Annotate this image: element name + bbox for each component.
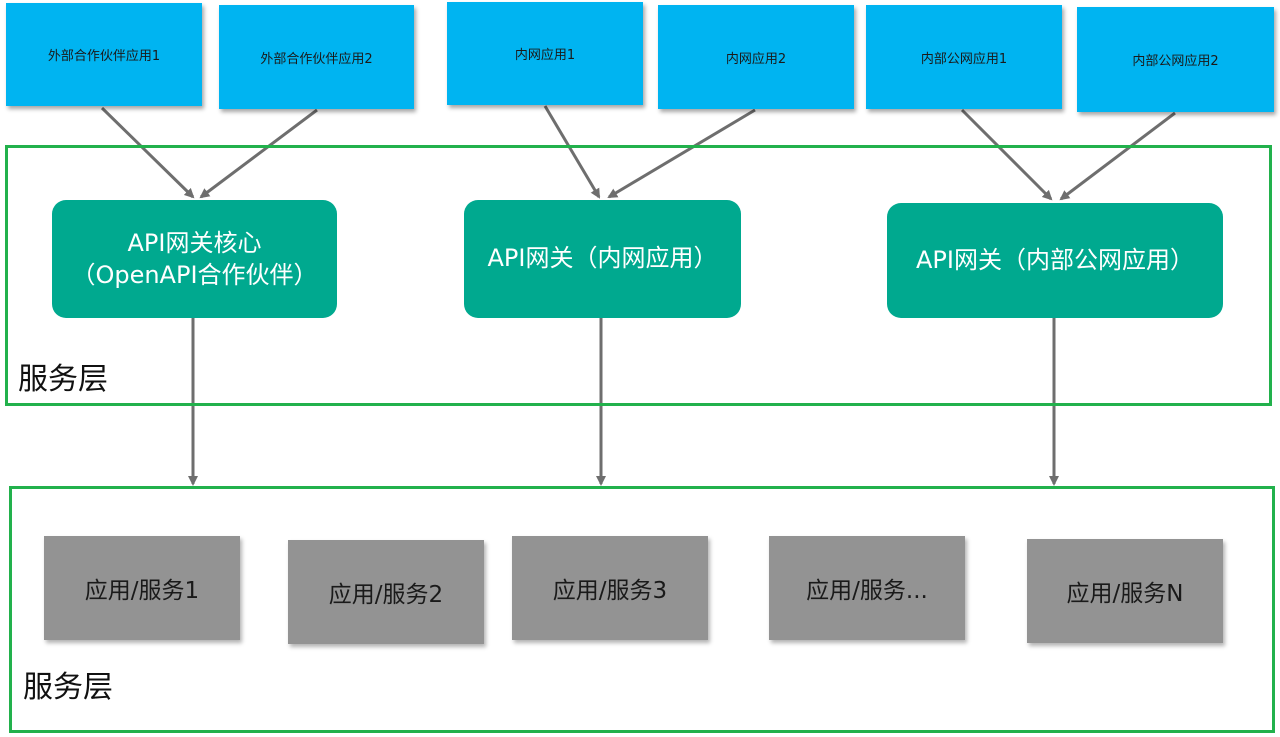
external-partner-app-2: 外部合作伙伴应用2 [219, 5, 414, 109]
service-box-n: 应用/服务N [1027, 539, 1223, 643]
service-box-ellipsis: 应用/服务... [769, 536, 965, 640]
service-box-2: 应用/服务2 [288, 540, 484, 644]
arrow-publicnet2-to-gateway-publicnet [1059, 111, 1176, 201]
external-partner-app-1: 外部合作伙伴应用1 [6, 3, 202, 106]
arrow-publicnet1-to-gateway-publicnet [960, 108, 1053, 201]
arrow-partner1-to-gateway-core [100, 106, 195, 199]
service-box-1: 应用/服务1 [44, 536, 240, 640]
api-gateway-intranet: API网关（内网应用） [464, 200, 741, 318]
internal-public-app-2: 内部公网应用2 [1077, 7, 1274, 112]
internal-public-app-1: 内部公网应用1 [866, 5, 1062, 109]
service-layer-label: 服务层 [23, 670, 113, 705]
intranet-app-1: 内网应用1 [447, 2, 643, 105]
arrow-intranet2-to-gateway-intranet [607, 108, 756, 199]
intranet-app-2: 内网应用2 [658, 5, 854, 109]
arrow-intranet1-to-gateway-intranet [543, 105, 601, 199]
arrow-partner2-to-gateway-core [199, 108, 318, 199]
gateway-layer-label: 服务层 [18, 362, 108, 397]
api-gateway-core: API网关核心 （OpenAPI合作伙伴） [52, 200, 337, 318]
service-layer-frame [9, 486, 1275, 733]
api-gateway-internal-public: API网关（内部公网应用） [887, 203, 1223, 318]
service-box-3: 应用/服务3 [512, 536, 708, 640]
gateway-layer-frame [5, 145, 1272, 406]
